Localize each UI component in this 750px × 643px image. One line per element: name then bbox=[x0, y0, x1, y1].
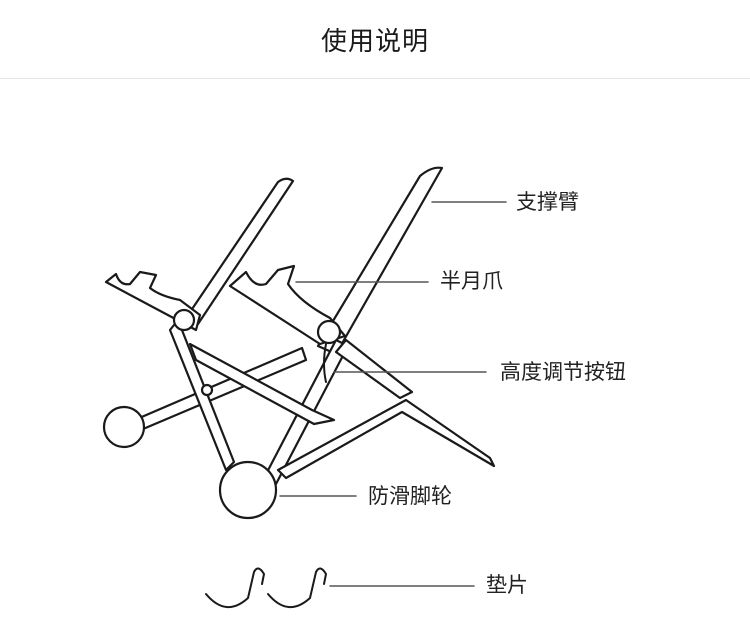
page-title: 使用说明 bbox=[320, 26, 429, 57]
leg-long-back bbox=[168, 318, 236, 472]
height-knob bbox=[323, 343, 327, 383]
front-pivot bbox=[316, 319, 342, 345]
label-anti-slip-wheel: 防滑脚轮 bbox=[368, 484, 452, 508]
leg-rear-connector bbox=[334, 338, 414, 400]
leg-rear-brace bbox=[276, 398, 496, 480]
label-height-knob: 高度调节按钮 bbox=[500, 360, 626, 384]
label-pad: 垫片 bbox=[486, 573, 528, 597]
front-wheel bbox=[218, 460, 278, 520]
front-claw bbox=[228, 264, 347, 346]
back-support-arm bbox=[184, 177, 295, 326]
label-half-moon-claw: 半月爪 bbox=[440, 269, 503, 293]
front-support-arm bbox=[316, 166, 444, 356]
header-bar: 使用说明 bbox=[0, 0, 750, 79]
label-support-arm: 支撑臂 bbox=[516, 190, 579, 214]
pad-right bbox=[267, 567, 327, 608]
cross-plate bbox=[188, 342, 336, 426]
back-pivot bbox=[172, 308, 196, 332]
pad-left bbox=[205, 567, 265, 608]
back-wheel bbox=[102, 405, 146, 449]
center-pivot bbox=[200, 383, 214, 397]
